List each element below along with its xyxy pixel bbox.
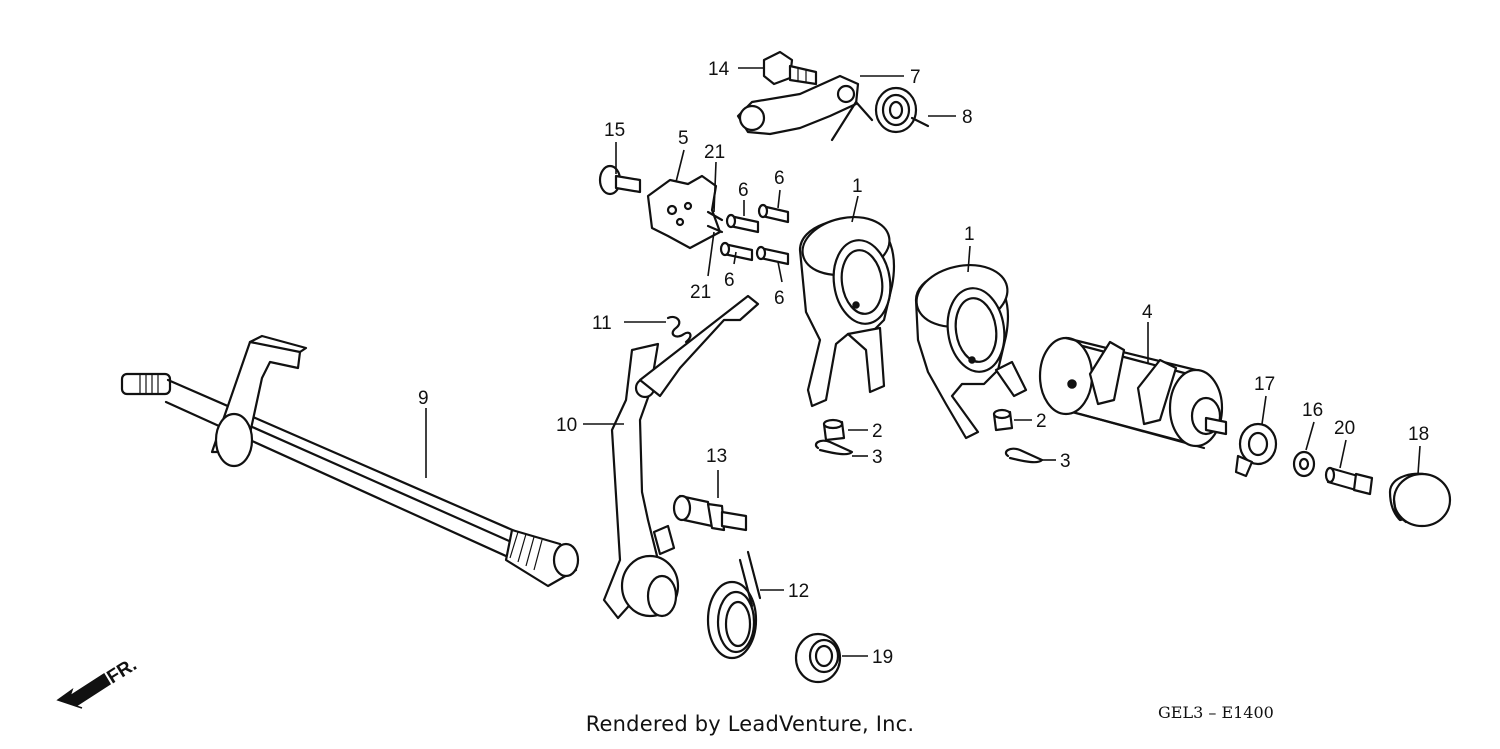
diagram-code: GEL3 – E1400: [1158, 703, 1274, 722]
bolt-20: [1324, 466, 1374, 496]
callout-6-upper-right: 6: [774, 168, 785, 189]
callout-21-bottom: 21: [690, 282, 711, 303]
gearshift-spindle: [120, 334, 580, 588]
callout-1-right: 1: [964, 224, 975, 245]
gearshift-arm: [602, 294, 760, 620]
stopper-bolt: [672, 494, 748, 532]
fork-guide-pins: [822, 408, 1014, 442]
shift-drum: [1038, 336, 1228, 450]
callout-7: 7: [910, 67, 921, 88]
footer-credit: Rendered by LeadVenture, Inc.: [585, 712, 915, 736]
callout-16: 16: [1302, 400, 1323, 421]
shift-drum-pins: [719, 203, 790, 266]
return-spring: [706, 550, 762, 660]
callout-19: 19: [872, 647, 893, 668]
callout-13: 13: [706, 446, 727, 467]
stopper-spring: [830, 86, 930, 142]
callout-9: 9: [418, 388, 429, 409]
callout-20: 20: [1334, 418, 1355, 439]
cotter-pins: [814, 439, 1044, 464]
callout-15: 15: [604, 120, 625, 141]
gearshift-fork-1: [798, 216, 896, 408]
dowel-pins: [706, 210, 724, 234]
drum-stopper-plate: [1234, 422, 1278, 478]
callout-14: 14: [708, 59, 730, 80]
callout-12: 12: [788, 581, 809, 602]
callout-6-lower-right: 6: [774, 288, 785, 309]
callout-6-lower-left: 6: [724, 270, 735, 291]
callout-2-right: 2: [1036, 411, 1047, 432]
callout-5: 5: [678, 128, 689, 149]
callout-10: 10: [556, 415, 577, 436]
cap: [1388, 472, 1452, 528]
callout-17: 17: [1254, 374, 1275, 395]
callout-3-right: 3: [1060, 451, 1071, 472]
front-arrow-icon: FR.: [56, 654, 141, 709]
callout-11: 11: [592, 313, 612, 334]
callout-6-upper-left: 6: [738, 180, 749, 201]
callout-4: 4: [1142, 302, 1153, 323]
shift-drum-plate: [646, 174, 722, 250]
callout-18: 18: [1408, 424, 1429, 445]
callout-21-top: 21: [704, 142, 725, 163]
callout-1-left: 1: [852, 176, 863, 197]
leader-lines: [425, 67, 1421, 657]
callout-labels: 9 10 11 12 13 14 7 8 15 5 21 21 6 6 6 6 …: [418, 59, 1429, 668]
gearshift-fork-2: [914, 264, 1028, 440]
callout-3-left: 3: [872, 447, 883, 468]
callout-2-left: 2: [872, 421, 883, 442]
bolt-15: [598, 164, 642, 196]
callout-8: 8: [962, 107, 973, 128]
oil-seal: [794, 632, 842, 684]
bolt-14: [762, 50, 818, 86]
washer: [1292, 450, 1316, 478]
return-spring-small: [666, 315, 692, 344]
